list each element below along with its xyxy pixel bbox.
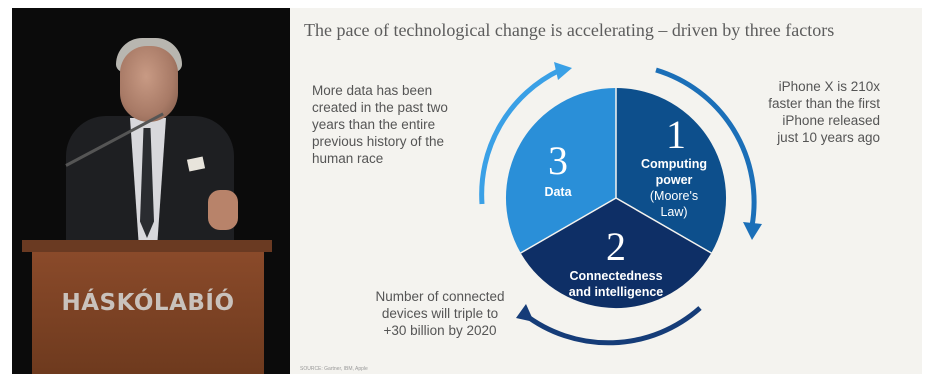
segment-computing bbox=[616, 88, 727, 253]
arrow-head-right bbox=[743, 222, 762, 240]
speaker-head bbox=[120, 46, 178, 122]
slide-source: SOURCE: Gartner, IBM, Apple bbox=[300, 366, 368, 372]
podium bbox=[32, 252, 264, 374]
segment-computing-sub-1: (Moore's bbox=[650, 189, 698, 203]
podium-label: HÁSKÓLABÍÓ bbox=[61, 290, 235, 316]
segment-connected-label-1: Connectedness bbox=[569, 269, 662, 283]
segment-computing-label-2: power bbox=[656, 173, 693, 187]
slide-title: The pace of technological change is acce… bbox=[304, 20, 835, 40]
segment-connected-number: 2 bbox=[606, 224, 626, 269]
segment-data bbox=[505, 87, 616, 253]
cycle-arrow-right bbox=[655, 67, 757, 227]
separator-line bbox=[615, 197, 712, 254]
note-computing: iPhone X is 210x faster than the first i… bbox=[768, 79, 880, 145]
cycle-arrow-left bbox=[479, 67, 562, 205]
segment-computing-sub-2: Law) bbox=[660, 205, 687, 219]
speaker-hand bbox=[208, 190, 238, 230]
cycle-arrow-bottom bbox=[522, 306, 702, 346]
separator-line bbox=[520, 197, 617, 254]
presentation-slide: The pace of technological change is acce… bbox=[290, 8, 922, 374]
speaker-tie bbox=[140, 128, 154, 238]
segment-data-label: Data bbox=[544, 185, 572, 199]
segment-computing-number: 1 bbox=[666, 112, 686, 157]
segment-computing-label-1: Computing bbox=[641, 157, 707, 171]
three-factors-diagram: 1 Computing power (Moore's Law) 3 Data 2… bbox=[479, 62, 762, 346]
speaker-video: HÁSKÓLABÍÓ bbox=[12, 8, 290, 374]
segment-data-number: 3 bbox=[548, 138, 568, 183]
segment-connected-label-2: and intelligence bbox=[569, 285, 664, 299]
podium-top bbox=[22, 240, 272, 252]
note-data: More data has been created in the past t… bbox=[312, 83, 448, 166]
arrow-head-bottom bbox=[516, 304, 534, 322]
arrow-head-left bbox=[554, 62, 572, 80]
note-connected: Number of connected devices will triple … bbox=[375, 289, 505, 338]
